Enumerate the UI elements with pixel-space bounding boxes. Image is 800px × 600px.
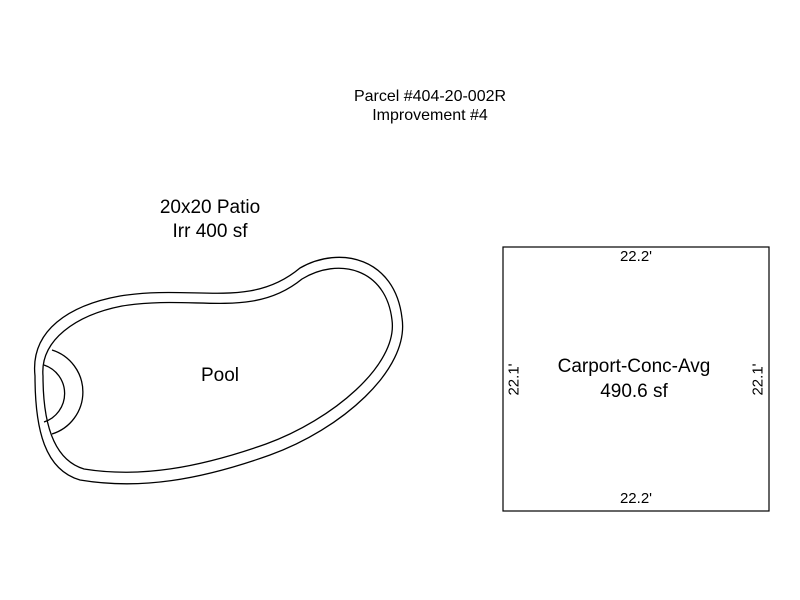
parcel-header: Parcel #404-20-002R Improvement #4 [330, 87, 530, 125]
patio-label: 20x20 Patio Irr 400 sf [130, 196, 290, 244]
carport-outline [502, 246, 770, 512]
pool-step-inner [43, 364, 66, 423]
carport-dim-left: 22.1' [505, 363, 523, 396]
carport-dim-right: 22.1' [749, 363, 767, 396]
carport-label: Carport-Conc-Avg 490.6 sf [534, 354, 734, 404]
carport-dim-top: 22.2' [619, 248, 653, 265]
pool-label: Pool [200, 365, 240, 386]
carport-name: Carport-Conc-Avg [557, 356, 711, 377]
patio-area: Irr 400 sf [172, 221, 248, 242]
pool-step-outer [51, 349, 84, 435]
parcel-number: Parcel #404-20-002R [353, 88, 507, 105]
pool-outline-outer [33, 256, 404, 485]
pool-outline-inner [42, 267, 393, 473]
carport-area: 490.6 sf [600, 381, 668, 402]
patio-name: 20x20 Patio [159, 197, 261, 218]
improvement-number: Improvement #4 [372, 107, 488, 124]
carport-dim-bottom: 22.2' [619, 490, 653, 507]
